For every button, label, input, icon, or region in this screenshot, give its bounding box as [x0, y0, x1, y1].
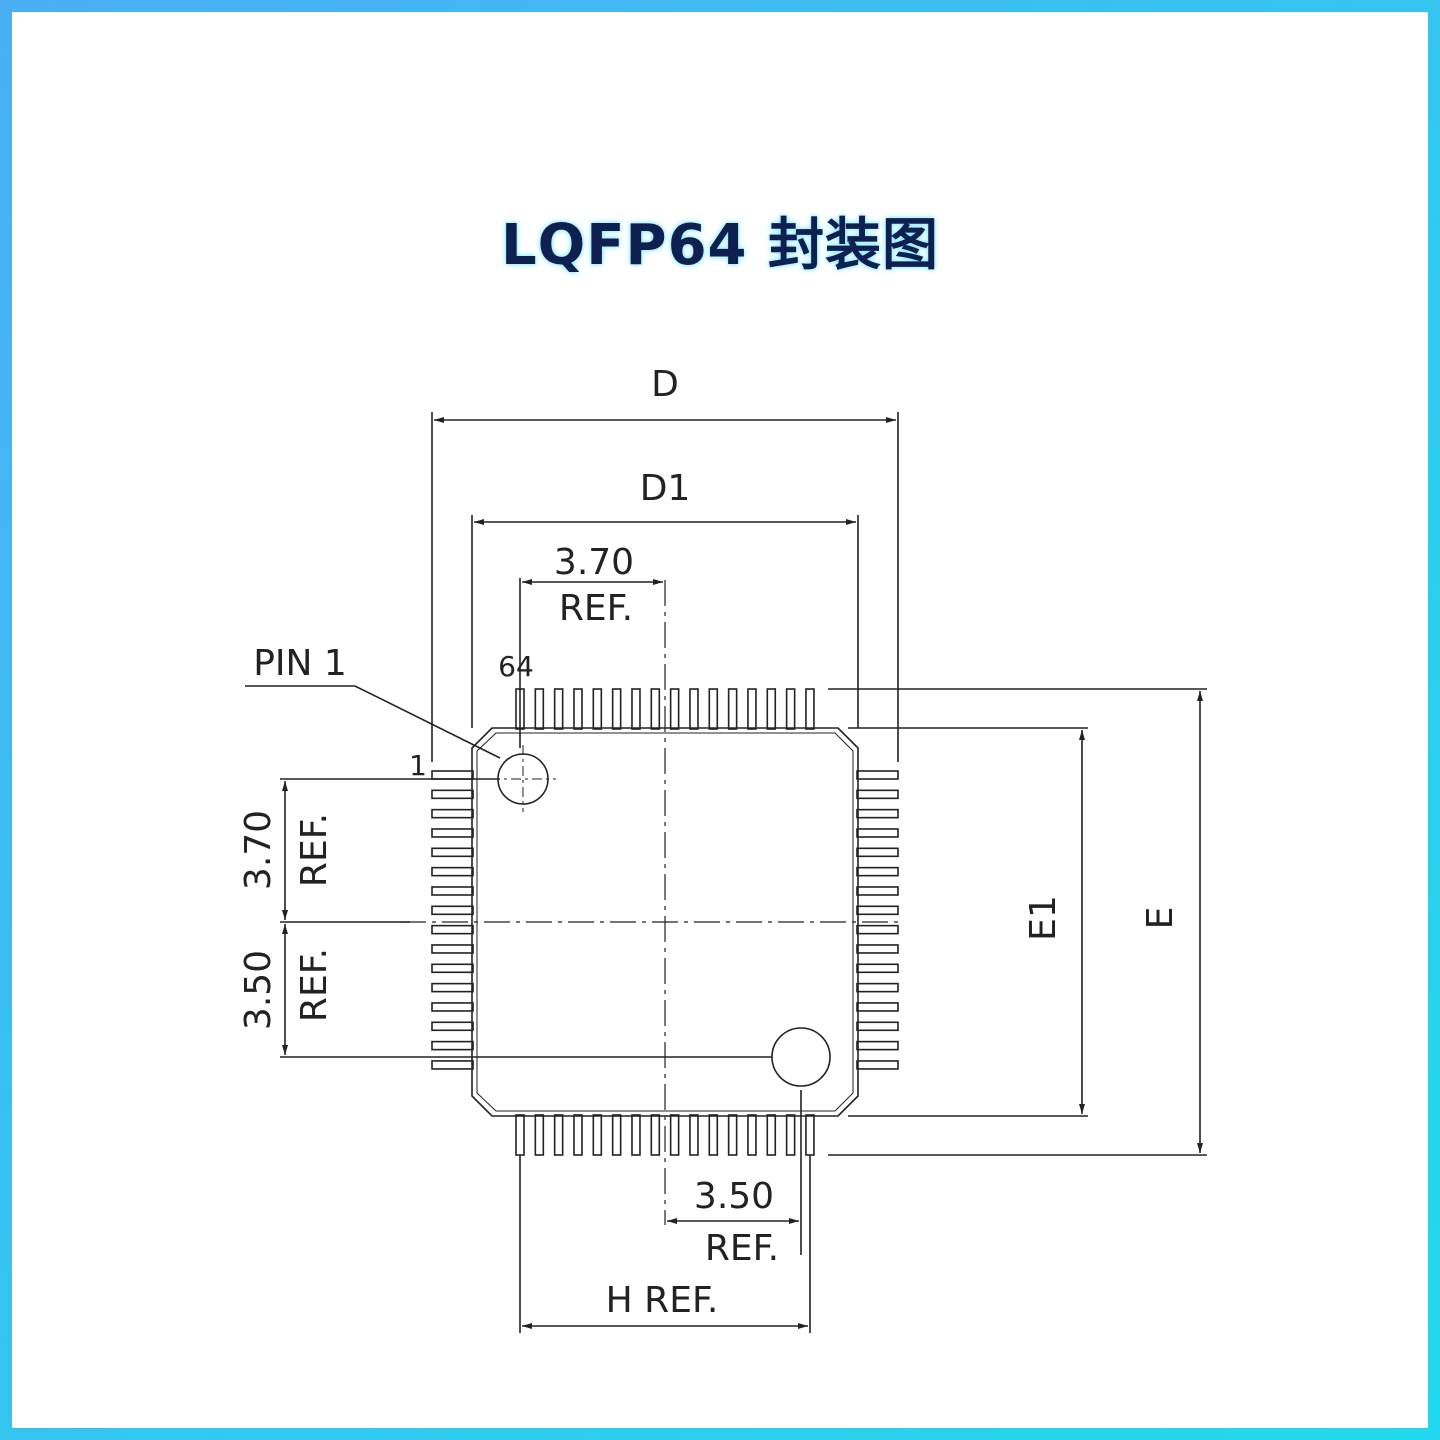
pin-top: [611, 688, 622, 730]
pin-bottom: [708, 1114, 719, 1156]
page-title: LQFP64 封装图: [500, 213, 939, 278]
pin-bottom: [785, 1114, 796, 1156]
pins-left: [431, 770, 474, 1070]
pin-bottom: [747, 1114, 757, 1156]
pin-bottom: [631, 1114, 641, 1156]
label-h-ref: H REF.: [606, 1280, 719, 1321]
pin-right: [856, 1040, 899, 1051]
label-bottom-ref: REF.: [705, 1228, 779, 1269]
pin-top: [689, 688, 699, 730]
label-top-ref-value: 3.70: [554, 542, 634, 583]
label-left-lower-ref: REF.: [294, 948, 335, 1022]
pin-top: [805, 688, 815, 730]
pin-left: [431, 770, 474, 780]
pin-right: [856, 1002, 899, 1012]
pin-left: [431, 789, 474, 800]
pin-bottom: [805, 1114, 815, 1156]
pin-bottom: [689, 1114, 699, 1156]
label-left-upper-ref: REF.: [294, 813, 335, 887]
pin-left: [431, 944, 474, 954]
pin-left: [431, 982, 474, 993]
pin-right: [856, 905, 899, 916]
label-d1: D1: [640, 468, 691, 509]
pin-right: [856, 770, 899, 780]
pin-right: [856, 1021, 899, 1032]
pin-left: [431, 905, 474, 916]
pin-top: [650, 688, 661, 730]
pin-bottom: [669, 1114, 680, 1156]
pin-top: [592, 688, 603, 730]
pin-top: [631, 688, 641, 730]
pin-left: [431, 847, 474, 858]
pin-right: [856, 963, 899, 974]
pins-top: [515, 688, 815, 730]
pin-left: [431, 828, 474, 838]
pin-top: [708, 688, 719, 730]
package-body-inner: [476, 732, 854, 1112]
label-pin1: PIN 1: [253, 643, 347, 684]
label-pin-64: 64: [498, 650, 534, 683]
pins-right: [856, 770, 899, 1070]
pin-right: [856, 866, 899, 877]
pin-left: [431, 866, 474, 877]
ejector-mark: [771, 1027, 831, 1087]
pin-left: [431, 963, 474, 974]
pin-right: [856, 982, 899, 993]
label-d: D: [651, 364, 679, 405]
pins-bottom: [515, 1114, 815, 1156]
pin-right: [856, 886, 899, 896]
pin-left: [431, 1021, 474, 1032]
pin-top: [727, 688, 738, 730]
label-pin-1: 1: [409, 749, 427, 782]
pin-bottom: [592, 1114, 603, 1156]
pin-bottom: [515, 1114, 525, 1156]
pin-top: [669, 688, 680, 730]
label-e: E: [1140, 907, 1181, 930]
pin-left: [431, 1040, 474, 1051]
label-bottom-ref-value: 3.50: [694, 1176, 774, 1217]
pin-bottom: [573, 1114, 583, 1156]
pin-right: [856, 944, 899, 954]
pin-top: [785, 688, 796, 730]
pin-right: [856, 924, 899, 935]
pin-bottom: [534, 1114, 545, 1156]
package-body: [471, 727, 859, 1117]
pin-top: [747, 688, 757, 730]
pin-left: [431, 886, 474, 896]
pin-left: [431, 1002, 474, 1012]
pin-left: [431, 924, 474, 935]
pin-bottom: [611, 1114, 622, 1156]
pin-bottom: [553, 1114, 564, 1156]
pin-right: [856, 847, 899, 858]
pin-bottom: [766, 1114, 777, 1156]
pin-bottom: [727, 1114, 738, 1156]
pin-left: [431, 808, 474, 819]
label-left-upper-value: 3.70: [238, 810, 279, 890]
label-e1: E1: [1023, 895, 1064, 941]
pin-left: [431, 1060, 474, 1070]
pin-top: [553, 688, 564, 730]
pin-bottom: [650, 1114, 661, 1156]
pin-right: [856, 1060, 899, 1070]
pin-right: [856, 828, 899, 838]
pin-right: [856, 789, 899, 800]
pin-top: [766, 688, 777, 730]
label-top-ref: REF.: [559, 588, 633, 629]
pin-top: [573, 688, 583, 730]
pin-top: [534, 688, 545, 730]
pin1-leader: [245, 685, 501, 759]
pin-right: [856, 808, 899, 819]
label-left-lower-value: 3.50: [238, 950, 279, 1030]
